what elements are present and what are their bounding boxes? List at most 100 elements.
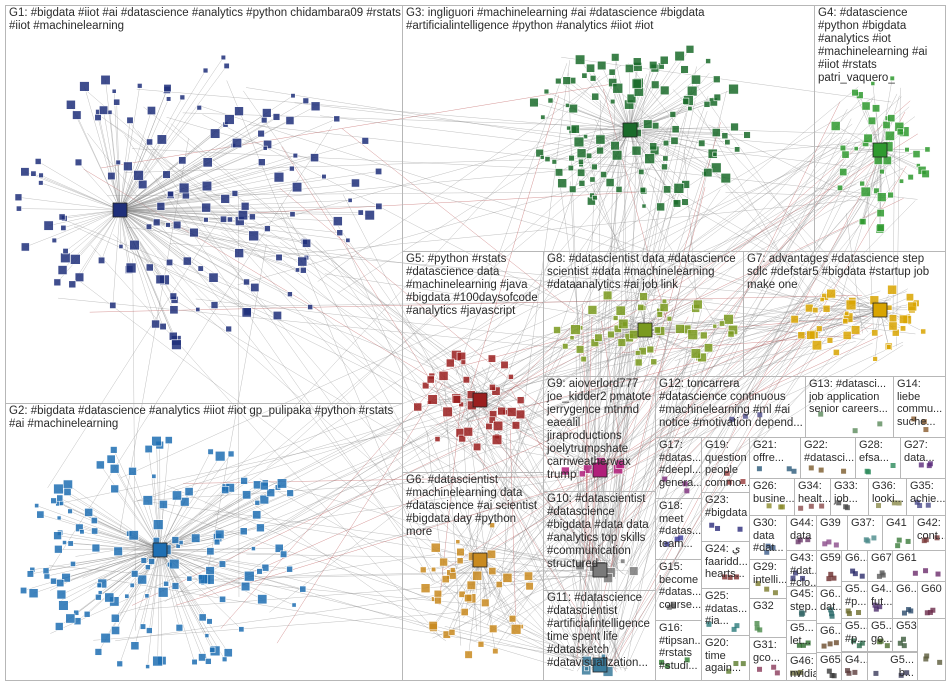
edge [434,295,876,403]
edge [629,60,709,131]
edge [591,108,848,572]
node [156,134,167,145]
node [184,487,194,497]
edge [119,161,262,211]
node [791,468,797,474]
group-g1: G1: #bigdata #iiot #ai #datascience #ana… [5,5,403,404]
node [646,345,655,354]
node [261,563,270,572]
node [867,116,877,125]
edge [594,325,597,464]
edge [567,105,631,131]
node [51,237,57,244]
node [726,668,732,674]
edge [794,309,881,320]
node [765,543,771,549]
node [439,557,448,567]
node [845,299,857,311]
node [876,223,885,232]
node [152,655,163,667]
node [829,611,835,617]
node [145,664,150,669]
edge [58,488,161,551]
group-g25: G25: #datas... #ia... [701,588,750,636]
node [573,136,585,148]
edge [612,307,673,673]
edge [499,133,918,397]
node [865,538,871,544]
node [605,178,615,187]
node [240,581,251,592]
node [67,540,74,547]
edge [57,535,161,551]
edge [294,102,857,168]
node [333,115,341,123]
node [38,180,44,186]
node [713,93,721,102]
node [615,305,626,316]
edge [143,553,575,661]
node [659,659,665,665]
node [889,75,895,81]
group-g18-label: G18: meet #datas... team... [659,500,702,550]
group-g19-label: G19: question people commo... [705,439,750,489]
edge [148,448,161,551]
node [908,608,914,614]
edge [533,102,631,131]
node [711,162,722,173]
edge [67,484,161,551]
node [178,156,187,165]
node [917,503,923,509]
edge [83,168,589,473]
hub-node [592,657,608,673]
node [660,85,670,96]
edge [119,88,168,211]
node [413,402,423,412]
node [724,470,730,476]
node [779,504,785,510]
node [918,462,924,468]
node [905,293,914,302]
edge [159,549,223,600]
edge [119,57,224,211]
group-g6d: G5... #p... [841,618,868,652]
group-g37-label: G37: [851,517,875,529]
node [72,110,82,120]
node [734,623,740,629]
node [639,292,648,301]
group-g65: G4... [841,652,868,681]
group-g61: G6... dat... [816,586,842,624]
group-g23: G23: #bigdata [701,492,750,542]
node [491,386,501,396]
node [766,503,772,509]
node [166,258,174,266]
node [729,416,735,422]
node [289,165,295,172]
node [715,525,721,531]
node [884,130,895,141]
edge [175,467,627,606]
edge [575,464,600,665]
hub-node [472,392,488,408]
edge [159,549,266,568]
node [610,141,620,151]
node [489,522,495,529]
node [172,220,182,230]
node [310,153,319,163]
node [487,354,496,363]
edge [209,299,713,307]
group-g8: G8: #datascientist data #datascience sci… [543,251,744,377]
node [672,199,682,208]
edge [644,329,699,359]
node [912,150,921,158]
group-g35-label: G35: achie... [910,480,946,505]
node [557,178,567,189]
edge [119,148,266,211]
node [742,413,748,419]
edge [554,129,631,162]
edge [18,197,121,211]
node [828,571,834,577]
group-g67-label: G61 [896,552,917,564]
node [728,83,739,95]
group-g39: G41 [882,515,914,551]
